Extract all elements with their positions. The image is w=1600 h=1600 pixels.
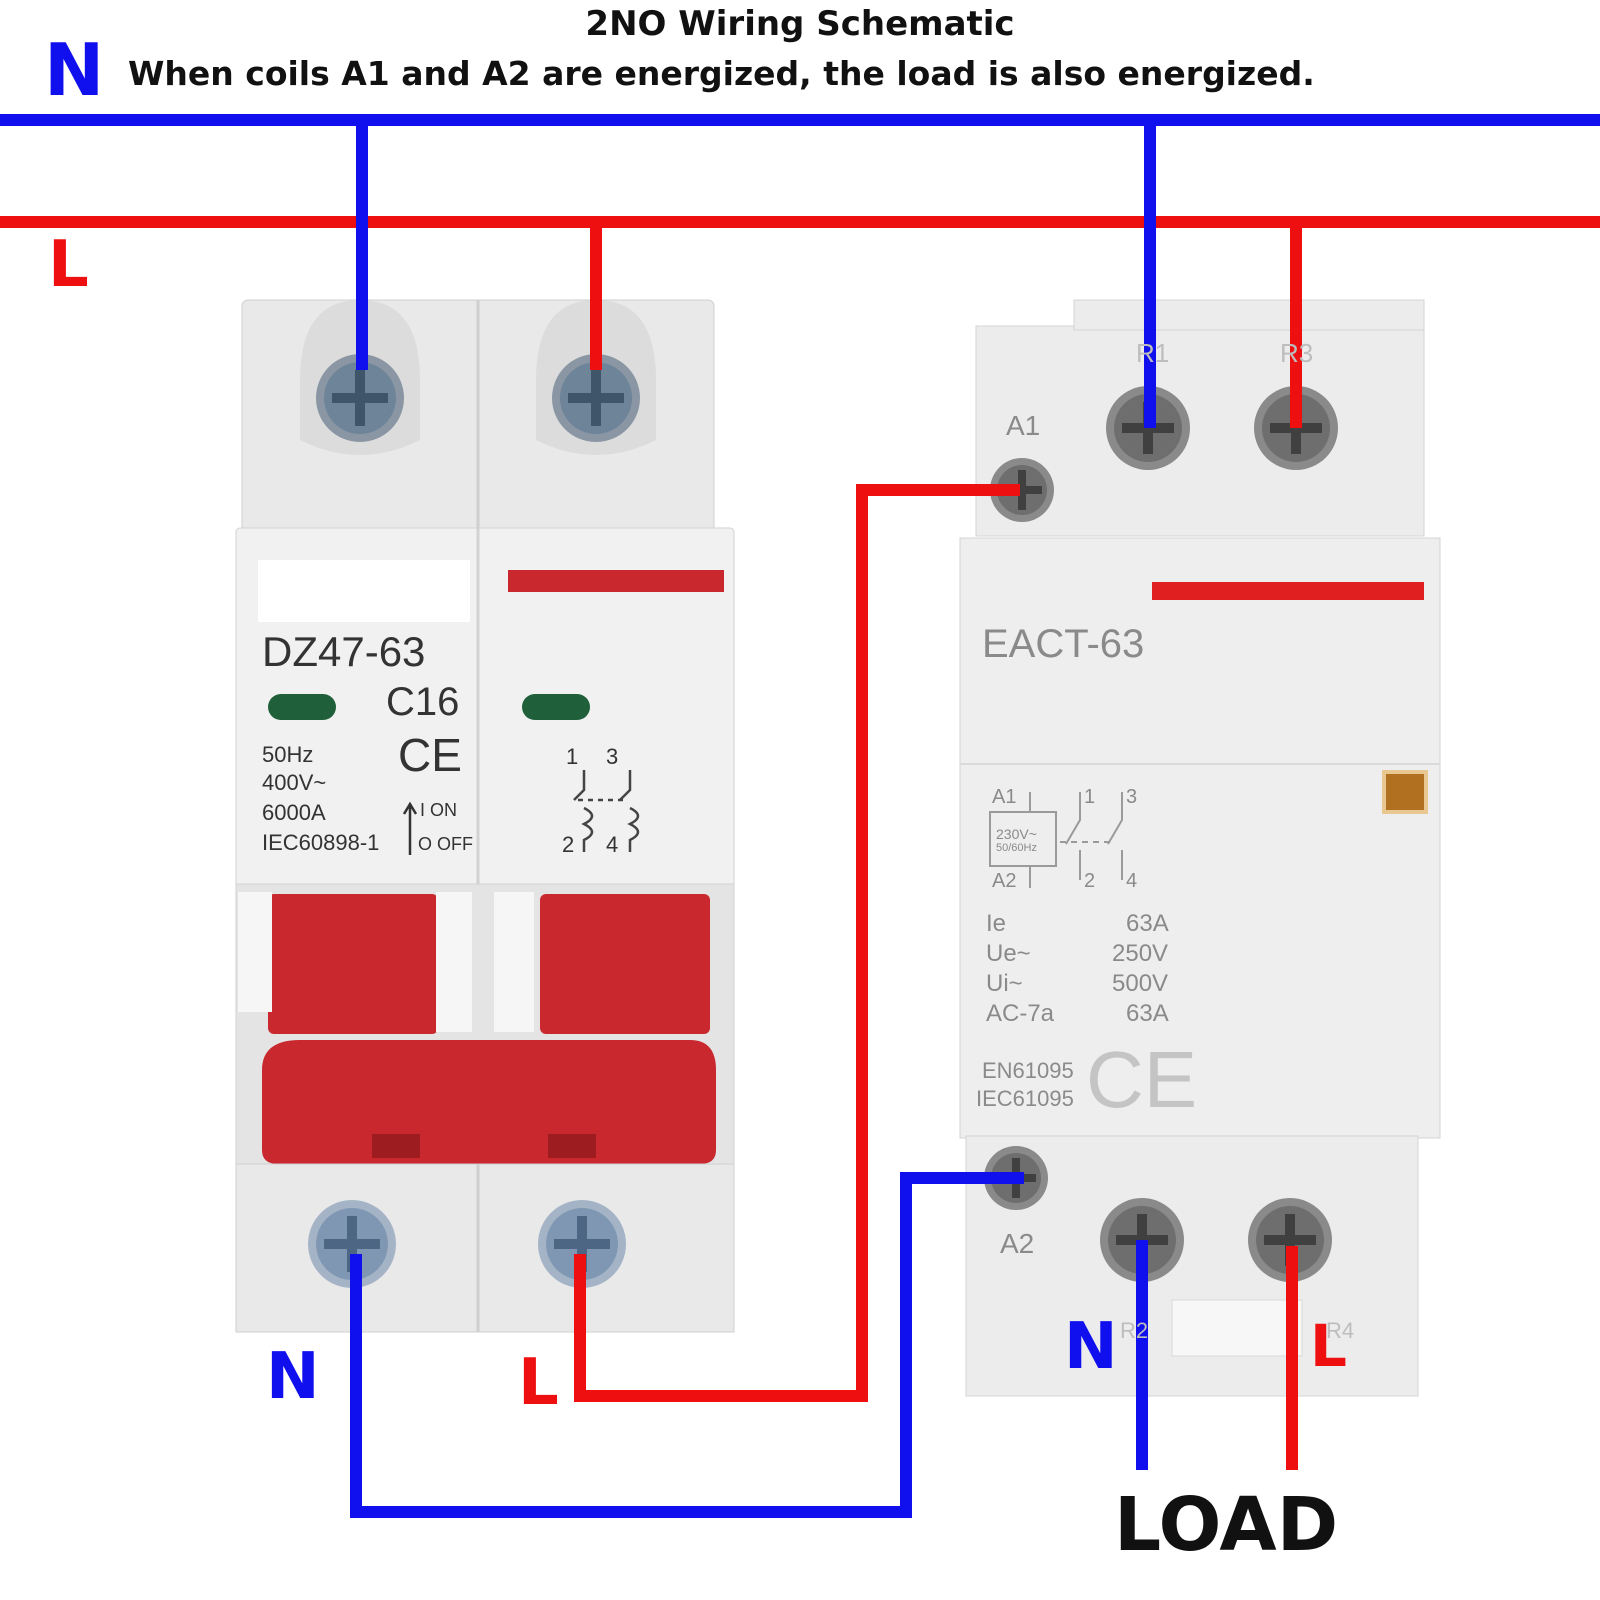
breaker-spec-voltage: 400V~ xyxy=(262,770,327,795)
breaker-on-off-arrow xyxy=(402,801,418,855)
breaker-l-output-label: L xyxy=(518,1346,559,1420)
breaker-pole-symbol xyxy=(573,770,640,852)
contactor-terminal-r4: R4 xyxy=(1326,1318,1355,1343)
contactor-screw-r4 xyxy=(1248,1198,1332,1282)
neutral-bus-label: N xyxy=(44,28,105,112)
line-bus-label: L xyxy=(48,228,89,302)
breaker-symbol-terminal-1: 1 xyxy=(566,744,579,769)
breaker-symbol-terminal-4: 4 xyxy=(606,832,619,857)
breaker-top-screw-l xyxy=(552,354,640,442)
load-label: LOAD xyxy=(1114,1482,1339,1568)
contactor-rating-value: 500V xyxy=(1112,970,1169,997)
breaker-spec-frequency: 50Hz xyxy=(262,742,314,767)
breaker-handle-bar[interactable] xyxy=(262,1040,716,1164)
breaker-red-stripe xyxy=(508,570,724,592)
diagram-title: 2NO Wiring Schematic xyxy=(585,4,1015,44)
contactor-coil-voltage: 230V~ xyxy=(996,826,1037,842)
contactor-contact-4: 4 xyxy=(1126,870,1138,892)
breaker-symbol-terminal-2: 2 xyxy=(562,832,575,857)
contactor-terminal-r3: R3 xyxy=(1280,338,1314,368)
wire-breaker-l-to-a1 xyxy=(574,484,1020,1402)
contactor-coil-symbol xyxy=(989,792,1123,888)
contactor-rating-value: 63A xyxy=(1126,1000,1169,1027)
breaker-model: DZ47-63 xyxy=(262,628,426,675)
contactor-terminal-r1: R1 xyxy=(1136,338,1170,368)
contactor-terminal-r2: R2 xyxy=(1120,1318,1149,1343)
contactor-standard-en: EN61095 xyxy=(982,1058,1074,1083)
load-n-label: N xyxy=(1064,1310,1118,1384)
contactor-coil-a1-label: A1 xyxy=(992,786,1017,808)
breaker-spec-breaking-capacity: 6000A xyxy=(262,800,326,825)
contactor-rating-value: 250V xyxy=(1112,940,1169,967)
contactor-contact-2: 2 xyxy=(1084,870,1096,892)
breaker-ce-mark: CE xyxy=(398,729,462,781)
contactor-model: EACT-63 xyxy=(982,622,1145,666)
breaker-indicator-2 xyxy=(522,694,590,720)
load-l-label: L xyxy=(1310,1312,1347,1380)
contactor-rating-name: Ie xyxy=(986,910,1007,937)
contactor-indicator xyxy=(1382,770,1428,814)
contactor-coil-a2-label: A2 xyxy=(992,870,1017,892)
contactor-standard-iec: IEC61095 xyxy=(976,1086,1074,1111)
contactor-ce-mark: CE xyxy=(1086,1035,1198,1124)
wire-breaker-n-to-a2 xyxy=(350,1172,1024,1518)
contactor-contact-3: 3 xyxy=(1126,786,1138,808)
breaker-top-screw-n xyxy=(316,354,404,442)
contactor-terminal-a2: A2 xyxy=(1000,1228,1035,1259)
breaker-bottom-screw-l xyxy=(538,1200,626,1288)
diagram-subtitle: When coils A1 and A2 are energized, the … xyxy=(128,54,1315,93)
breaker-symbol-terminal-3: 3 xyxy=(606,744,619,769)
breaker-on-label: I ON xyxy=(420,800,458,820)
contactor-red-stripe xyxy=(1152,582,1424,600)
contactor-rating-name: Ue~ xyxy=(986,940,1031,967)
contactor-screw-a1 xyxy=(990,458,1054,522)
breaker-indicator-1 xyxy=(268,694,336,720)
contactor-coil-frequency: 50/60Hz xyxy=(996,842,1037,854)
breaker-spec-standard: IEC60898-1 xyxy=(262,830,380,855)
breaker-n-output-label: N xyxy=(266,1340,320,1414)
contactor-contact-1: 1 xyxy=(1084,786,1096,808)
contactor-rating-name: AC-7a xyxy=(986,1000,1055,1027)
breaker-rating: C16 xyxy=(386,680,460,724)
contactor-terminal-a1: A1 xyxy=(1006,410,1041,441)
breaker-toggle-right[interactable] xyxy=(540,894,710,1034)
breaker-toggle-left[interactable] xyxy=(268,894,438,1034)
contactor-rating-value: 63A xyxy=(1126,910,1169,937)
contactor-rating-name: Ui~ xyxy=(986,970,1023,997)
breaker-off-label: O OFF xyxy=(418,834,473,854)
